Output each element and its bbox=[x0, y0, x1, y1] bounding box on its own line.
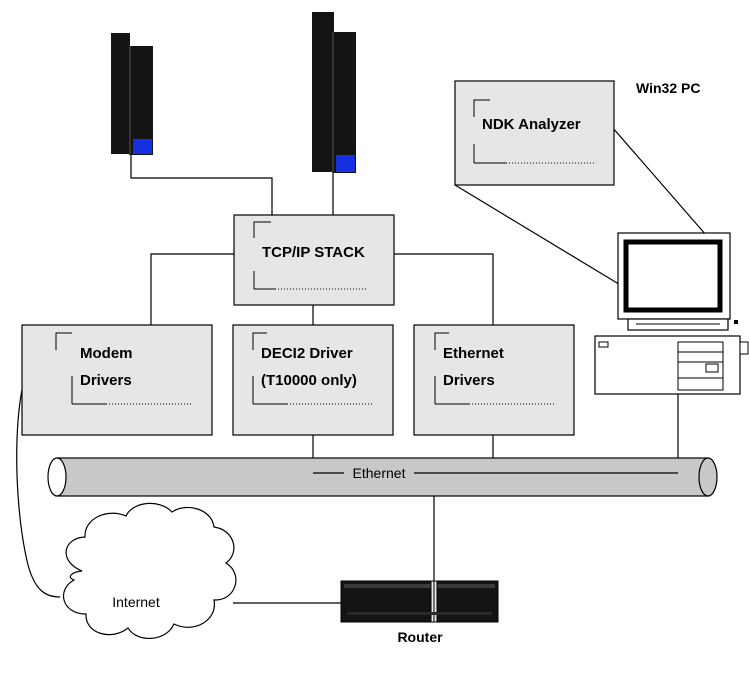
computer-case-slot-left bbox=[598, 341, 609, 348]
ethernet-tube-left-end bbox=[47, 457, 67, 497]
ethernet-bus: Ethernet bbox=[47, 457, 718, 497]
internet-cloud: Internet bbox=[63, 502, 237, 640]
tcp-ip-stack-box: TCP/IP STACK bbox=[233, 214, 395, 306]
modem-drivers-box: Modem Drivers bbox=[21, 324, 213, 436]
server-tower-right-back bbox=[312, 12, 334, 172]
server-tower-right-indicator bbox=[336, 155, 355, 172]
modem-drivers-rect bbox=[21, 324, 213, 436]
computer-case-icon bbox=[594, 335, 749, 395]
computer-case-ear bbox=[739, 341, 749, 355]
monitor-screen bbox=[623, 239, 723, 313]
router-label: Router bbox=[397, 629, 443, 645]
server-tower-left-front bbox=[129, 46, 153, 155]
server-tower-right-front bbox=[333, 32, 356, 173]
cloud-icon bbox=[63, 502, 237, 640]
internet-label: Internet bbox=[112, 594, 160, 610]
router: Router bbox=[340, 580, 499, 645]
ndk-analyzer-label: NDK Analyzer bbox=[482, 116, 581, 133]
monitor-icon bbox=[617, 232, 738, 331]
router-bottom-band bbox=[347, 612, 492, 615]
win32-pc-label: Win32 PC bbox=[636, 80, 700, 96]
server-tower-right bbox=[312, 12, 356, 173]
tower-left-to-stack-line bbox=[130, 155, 273, 215]
deci2-driver-label-line2: (T10000 only) bbox=[261, 372, 357, 389]
ndk-analyzer-rect bbox=[454, 80, 615, 186]
analyzer-callout-line-left bbox=[454, 184, 628, 290]
tcp-ip-stack-corner-mark bbox=[253, 221, 271, 238]
ethernet-drivers-corner-mark bbox=[434, 332, 449, 350]
modem-drivers-label-line1: Modem bbox=[80, 345, 133, 362]
ethernet-bus-label: Ethernet bbox=[353, 465, 406, 481]
router-top-highlight bbox=[344, 584, 495, 588]
stack-to-ethernet-drivers-line bbox=[394, 253, 494, 325]
server-tower-left-indicator bbox=[133, 139, 152, 154]
ndk-analyzer-corner-mark bbox=[473, 99, 490, 117]
computer-floppy-slot bbox=[705, 363, 719, 373]
deci2-driver-rect bbox=[232, 324, 394, 436]
ethernet-drivers-box: Ethernet Drivers bbox=[413, 324, 575, 436]
deci2-driver-box: DECI2 Driver (T10000 only) bbox=[232, 324, 394, 436]
modem-drivers-corner-mark bbox=[55, 332, 72, 350]
tcp-ip-stack-rect bbox=[233, 214, 395, 306]
deci2-driver-label-line1: DECI2 Driver bbox=[261, 345, 353, 362]
ethernet-drivers-rect bbox=[413, 324, 575, 436]
server-tower-left-back bbox=[111, 33, 130, 154]
modem-drivers-label-line2: Drivers bbox=[80, 372, 132, 389]
tcp-ip-stack-label: TCP/IP STACK bbox=[262, 244, 365, 261]
stack-to-modem-line bbox=[150, 253, 234, 325]
ethernet-tube-right-end bbox=[698, 457, 718, 497]
ethernet-drivers-label-line1: Ethernet bbox=[443, 345, 504, 362]
monitor-button bbox=[734, 320, 738, 324]
ethernet-drivers-label-line2: Drivers bbox=[443, 372, 495, 389]
server-tower-left bbox=[111, 33, 153, 155]
ndk-analyzer-box: NDK Analyzer bbox=[454, 80, 615, 186]
deci2-driver-corner-mark bbox=[252, 332, 267, 350]
win32-pc bbox=[594, 232, 749, 395]
